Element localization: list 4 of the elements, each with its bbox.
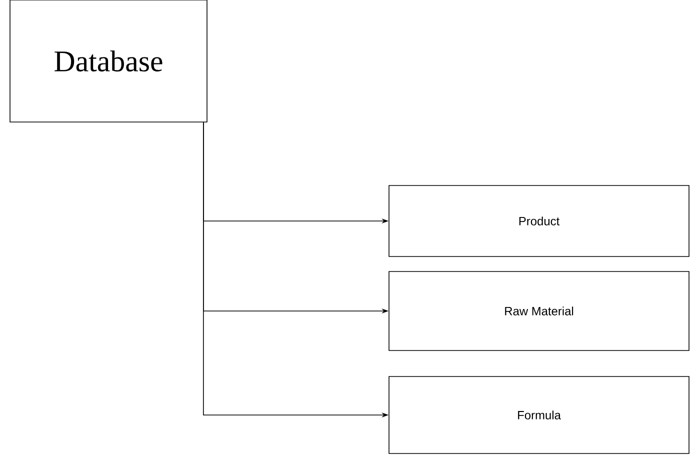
table-box: Product	[388, 185, 690, 257]
table-box: Raw Material	[388, 271, 690, 351]
table-box: Formula	[388, 376, 690, 454]
database-box: Database	[10, 0, 208, 122]
